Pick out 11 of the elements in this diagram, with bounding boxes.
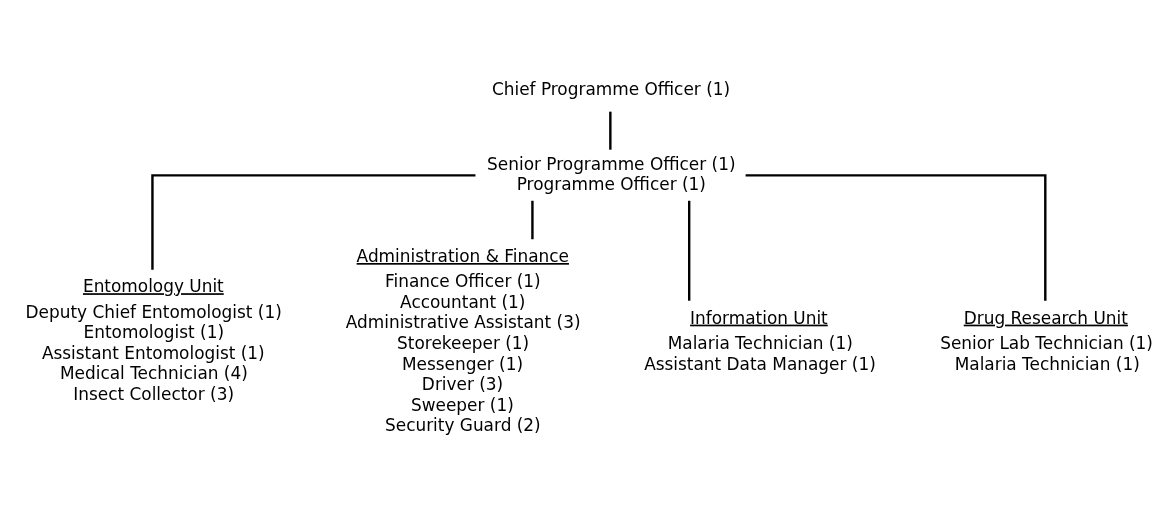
node-text: Information Unit Malaria Technician (1) Assistant Data Manager (1): [644, 307, 876, 374]
node-text: Drug Research Unit Senior Lab Technician (1) Malaria Technician (1): [940, 307, 1153, 374]
connector: [745, 173, 1047, 301]
connector: [151, 173, 476, 270]
connector: [609, 111, 612, 150]
node-text: Senior Programme Officer (1) Programme Officer (1): [487, 153, 736, 194]
node-text: Entomology Unit Deputy Chief Entomologist (1) Entomologist (1) Assistant Entomologist (1) Medical Technician (4) Insect Collector (3): [25, 275, 282, 404]
connector: [531, 200, 534, 239]
node-text: Administration & Finance Finance Officer (1) Accountant (1) Administrative Assistant (3) Storekeeper (1) Messenger (1) Driver (3) Sweeper (1) Security Guard (2): [345, 245, 581, 435]
connector: [688, 200, 691, 301]
node-text: Chief Programme Officer (1): [491, 78, 731, 99]
